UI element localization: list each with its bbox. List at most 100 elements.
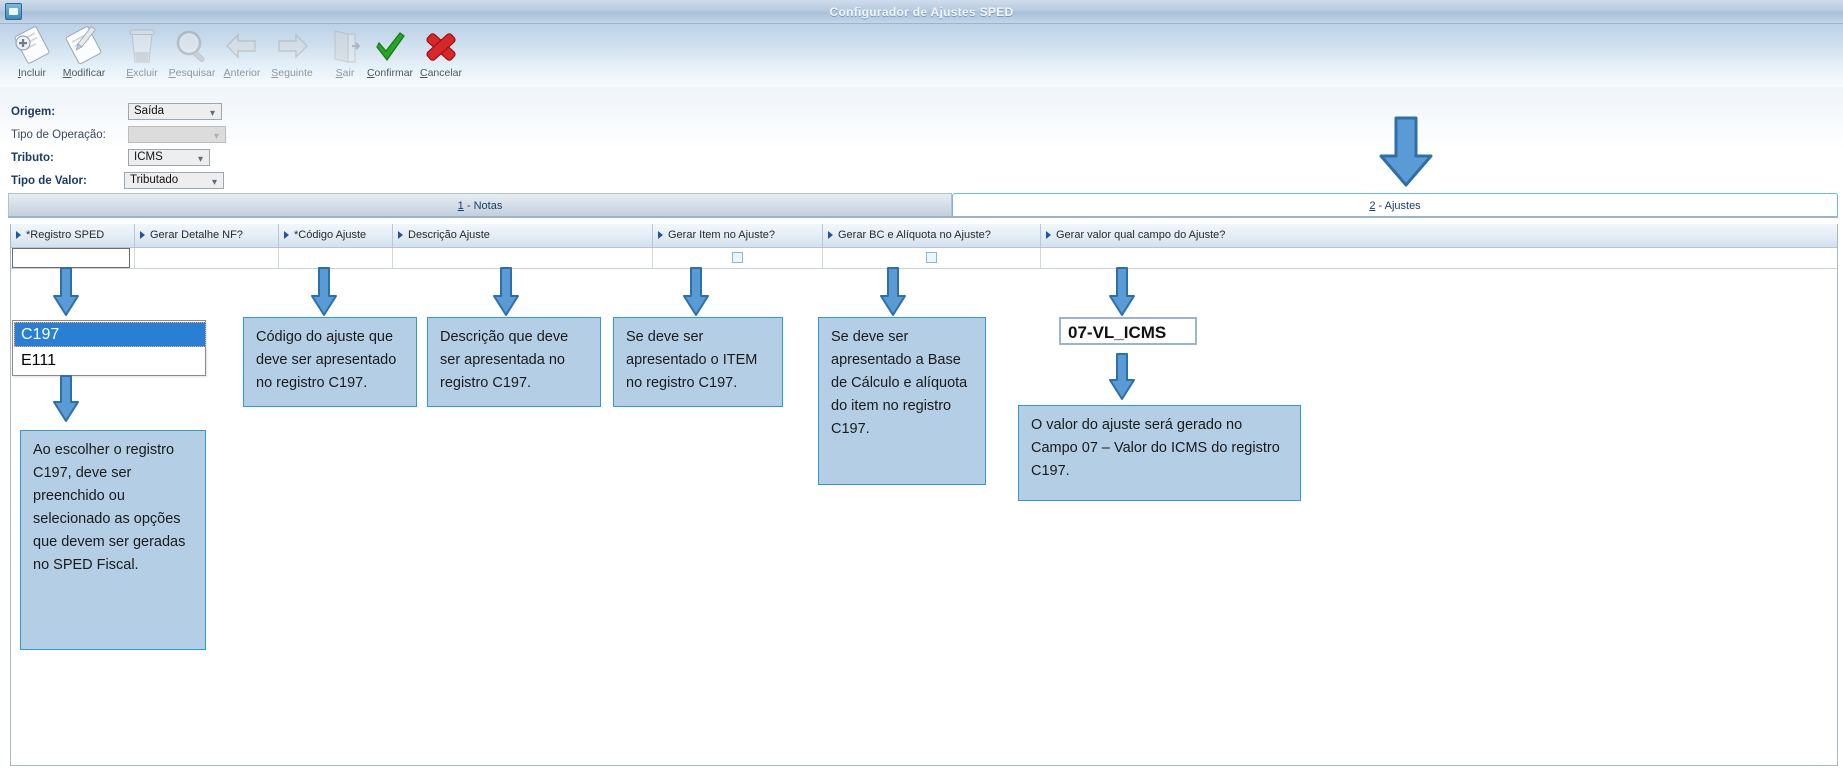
toolbar-button-sair[interactable]: Sair (313, 26, 377, 86)
toolbar-button-excluir[interactable]: Excluir (110, 26, 174, 86)
grid-column-gerar-valor-campo[interactable]: Gerar valor qual campo do Ajuste? (1041, 224, 1837, 247)
window-title: Configurador de Ajustes SPED (829, 5, 1014, 19)
toolbar-label-seguinte: Seguinte (271, 67, 313, 79)
sort-arrow-icon (140, 231, 145, 239)
grid-header-row: *Registro SPED Gerar Detalhe NF? *Código… (11, 224, 1837, 248)
toolbar: Incluir Modificar (0, 24, 1843, 87)
toolbar-label-pesquisar: Pesquisar (168, 67, 216, 79)
toolbar-button-confirmar[interactable]: Confirmar (358, 26, 422, 86)
chevron-down-icon: ▾ (209, 108, 215, 119)
toolbar-button-incluir[interactable]: Incluir (0, 26, 64, 86)
grid-column-label: Gerar Item no Ajuste? (668, 229, 775, 241)
select-tipo-valor[interactable]: Tributado ▾ (124, 172, 224, 189)
grid-column-descricao-ajuste[interactable]: Descrição Ajuste (393, 224, 653, 247)
toolbar-button-modificar[interactable]: Modificar (52, 25, 116, 86)
arrow-right-icon (260, 26, 324, 68)
chevron-down-icon: ▾ (211, 177, 217, 188)
cell-descricao-ajuste[interactable] (393, 248, 653, 268)
window-icon[interactable] (5, 3, 22, 20)
dropdown-option-c197[interactable]: C197 (14, 322, 206, 347)
sort-arrow-icon (828, 231, 833, 239)
toolbar-label-excluir: Excluir (126, 67, 158, 79)
annotation-arrow-valor-to-note (1106, 352, 1138, 402)
annotation-arrow-gerar-valor (1106, 266, 1138, 318)
callout-gerar-valor: O valor do ajuste será gerado no Campo 0… (1018, 405, 1301, 501)
sort-arrow-icon (1046, 231, 1051, 239)
gerar-item-checkbox[interactable] (732, 252, 743, 263)
cell-gerar-detalhe-nf[interactable] (135, 248, 279, 268)
toolbar-label-modificar: Modificar (62, 67, 106, 79)
sort-arrow-icon (658, 231, 663, 239)
annotation-arrow-dropdown-to-note (50, 374, 82, 424)
label-tipo-operacao: Tipo de Operação: (11, 129, 106, 141)
toolbar-button-cancelar[interactable]: Cancelar (409, 26, 473, 86)
annotation-arrow-gerar-bc (877, 266, 909, 318)
annotation-arrow-descricao-ajuste (490, 266, 522, 318)
select-tributo-value: ICMS (134, 151, 163, 163)
trash-icon (110, 26, 174, 68)
sort-arrow-icon (284, 231, 289, 239)
grid-column-gerar-detalhe-nf[interactable]: Gerar Detalhe NF? (135, 224, 279, 247)
toolbar-button-pesquisar[interactable]: Pesquisar (160, 26, 224, 86)
grid-column-registro-sped[interactable]: *Registro SPED (11, 224, 135, 247)
adjustments-grid: *Registro SPED Gerar Detalhe NF? *Código… (10, 224, 1838, 766)
cell-codigo-ajuste[interactable] (279, 248, 393, 268)
gerar-valor-campo-value: 07-VL_ICMS (1068, 323, 1167, 342)
select-tributo[interactable]: ICMS ▾ (128, 149, 210, 166)
gerar-valor-campo-input[interactable]: 07-VL_ICMS (1059, 317, 1197, 345)
annotation-arrow-gerar-item (680, 266, 712, 318)
cell-gerar-valor-campo[interactable] (1041, 248, 1837, 268)
grid-column-label: *Registro SPED (26, 229, 105, 241)
select-tipo-valor-value: Tributado (130, 174, 179, 186)
chevron-down-icon: ▾ (213, 131, 219, 142)
tab-notas-label: - Notas (466, 200, 503, 212)
toolbar-label-sair: Sair (335, 67, 355, 79)
grid-column-label: *Código Ajuste (294, 229, 367, 241)
registro-sped-dropdown-list[interactable]: C197 E111 (12, 320, 206, 376)
callout-descricao-ajuste: Descrição que deve ser apresentada no re… (427, 317, 601, 407)
sort-arrow-icon (16, 231, 21, 239)
toolbar-label-cancelar: Cancelar (419, 67, 463, 79)
cell-gerar-item-no-ajuste[interactable] (653, 248, 823, 268)
annotation-arrow-codigo-ajuste (308, 266, 340, 318)
green-check-icon (358, 26, 422, 68)
gerar-bc-checkbox[interactable] (926, 252, 937, 263)
annotation-arrow-tab-ajustes (1374, 116, 1438, 188)
registro-sped-input[interactable] (12, 248, 130, 268)
callout-gerar-item: Se deve ser apresentado o ITEM no regist… (613, 317, 783, 407)
grid-column-label: Descrição Ajuste (408, 229, 490, 241)
magnifier-icon (160, 26, 224, 68)
toolbar-label-incluir: Incluir (17, 67, 46, 79)
callout-codigo-ajuste: Código do ajuste que deve ser apresentad… (243, 317, 417, 407)
tab-ajustes[interactable]: 2 - Ajustes (952, 193, 1838, 217)
filters-form: Origem: Saída ▾ Tipo de Operação: ▾ Trib… (0, 95, 700, 190)
toolbar-button-seguinte[interactable]: Seguinte (260, 26, 324, 86)
dropdown-option-e111[interactable]: E111 (21, 352, 56, 369)
sort-arrow-icon (398, 231, 403, 239)
callout-gerar-bc: Se deve ser apresentado a Base de Cálcul… (818, 317, 986, 485)
arrow-left-icon (210, 26, 274, 68)
grid-data-row[interactable] (11, 248, 1837, 269)
toolbar-label-anterior: Anterior (223, 67, 261, 79)
tab-notas[interactable]: 1 - Notas (8, 193, 952, 217)
label-tributo: Tributo: (11, 152, 54, 164)
title-bar: Configurador de Ajustes SPED (0, 0, 1843, 24)
grid-column-gerar-bc-aliquota[interactable]: Gerar BC e Alíquota no Ajuste? (823, 224, 1041, 247)
grid-column-label: Gerar BC e Alíquota no Ajuste? (838, 229, 991, 241)
cell-gerar-bc-aliquota[interactable] (823, 248, 1041, 268)
cell-registro-sped[interactable] (11, 248, 135, 268)
grid-column-codigo-ajuste[interactable]: *Código Ajuste (279, 224, 393, 247)
label-tipo-valor: Tipo de Valor: (11, 175, 87, 187)
select-origem[interactable]: Saída ▾ (128, 103, 222, 120)
red-x-icon (409, 26, 473, 68)
annotation-arrow-registro-sped (50, 266, 82, 318)
grid-column-label: Gerar valor qual campo do Ajuste? (1056, 229, 1226, 241)
grid-column-gerar-item-no-ajuste[interactable]: Gerar Item no Ajuste? (653, 224, 823, 247)
tab-ajustes-num: 2 (1369, 200, 1376, 212)
select-tipo-operacao[interactable]: ▾ (128, 126, 226, 143)
edit-document-icon (52, 25, 116, 68)
chevron-down-icon: ▾ (197, 154, 203, 165)
select-origem-value: Saída (134, 105, 165, 117)
toolbar-button-anterior[interactable]: Anterior (210, 26, 274, 86)
